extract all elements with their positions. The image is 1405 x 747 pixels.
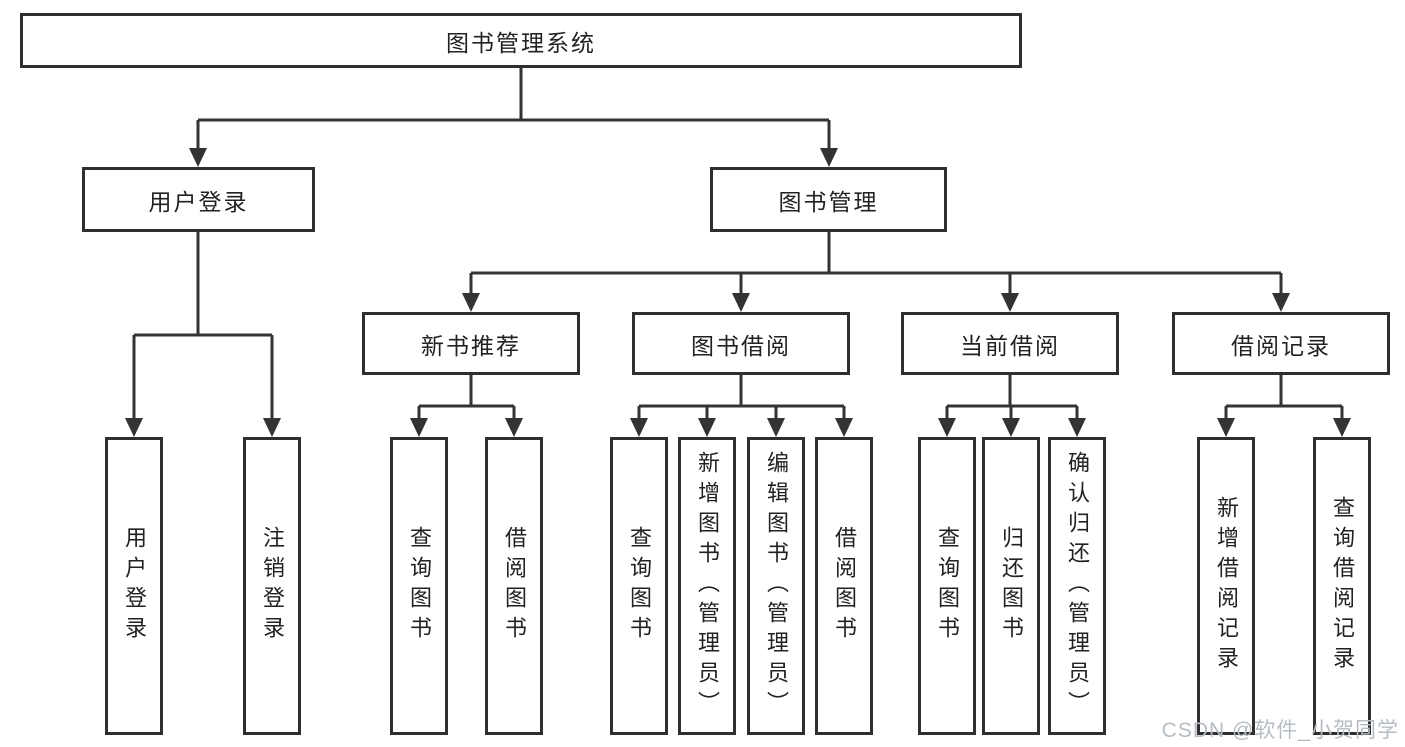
leaf-query-books-borrowing: 查询图书 xyxy=(610,437,668,735)
arrowheads xyxy=(125,148,1351,437)
leaf-edit-books-admin-label: 编辑图书（管理员） xyxy=(764,451,789,721)
leaf-user-login-label: 用户登录 xyxy=(122,526,147,646)
leaf-query-books-recommend: 查询图书 xyxy=(390,437,448,735)
leaf-return-books: 归还图书 xyxy=(982,437,1040,735)
leaf-query-books-current: 查询图书 xyxy=(918,437,976,735)
node-book-management: 图书管理 xyxy=(710,167,947,232)
leaf-borrow-books-recommend-label: 借阅图书 xyxy=(502,526,527,646)
leaf-query-books-current-label: 查询图书 xyxy=(935,526,960,646)
node-borrowing-records: 借阅记录 xyxy=(1172,312,1390,375)
leaf-add-books-admin: 新增图书（管理员） xyxy=(678,437,736,735)
leaf-query-books-recommend-label: 查询图书 xyxy=(407,526,432,646)
leaf-borrow-books-label: 借阅图书 xyxy=(832,526,857,646)
node-current-borrowing: 当前借阅 xyxy=(901,312,1119,375)
leaf-add-borrow-record: 新增借阅记录 xyxy=(1197,437,1255,735)
leaf-query-borrow-record-label: 查询借阅记录 xyxy=(1330,496,1355,676)
node-user-login: 用户登录 xyxy=(82,167,315,232)
leaf-logout-label: 注销登录 xyxy=(260,526,285,646)
csdn-watermark: CSDN @软件_小贺同学 xyxy=(1161,719,1399,742)
node-book-borrowing: 图书借阅 xyxy=(632,312,850,375)
leaf-confirm-return-admin: 确认归还（管理员） xyxy=(1048,437,1106,735)
node-new-book-recommendation: 新书推荐 xyxy=(362,312,580,375)
leaf-logout: 注销登录 xyxy=(243,437,301,735)
leaf-add-books-admin-label: 新增图书（管理员） xyxy=(695,451,720,721)
node-root-library-system: 图书管理系统 xyxy=(20,13,1022,68)
leaf-borrow-books: 借阅图书 xyxy=(815,437,873,735)
leaf-edit-books-admin: 编辑图书（管理员） xyxy=(747,437,805,735)
leaf-confirm-return-admin-label: 确认归还（管理员） xyxy=(1065,451,1090,721)
leaf-return-books-label: 归还图书 xyxy=(999,526,1024,646)
leaf-query-books-borrowing-label: 查询图书 xyxy=(627,526,652,646)
leaf-query-borrow-record: 查询借阅记录 xyxy=(1313,437,1371,735)
leaf-borrow-books-recommend: 借阅图书 xyxy=(485,437,543,735)
leaf-add-borrow-record-label: 新增借阅记录 xyxy=(1214,496,1239,676)
leaf-user-login: 用户登录 xyxy=(105,437,163,735)
